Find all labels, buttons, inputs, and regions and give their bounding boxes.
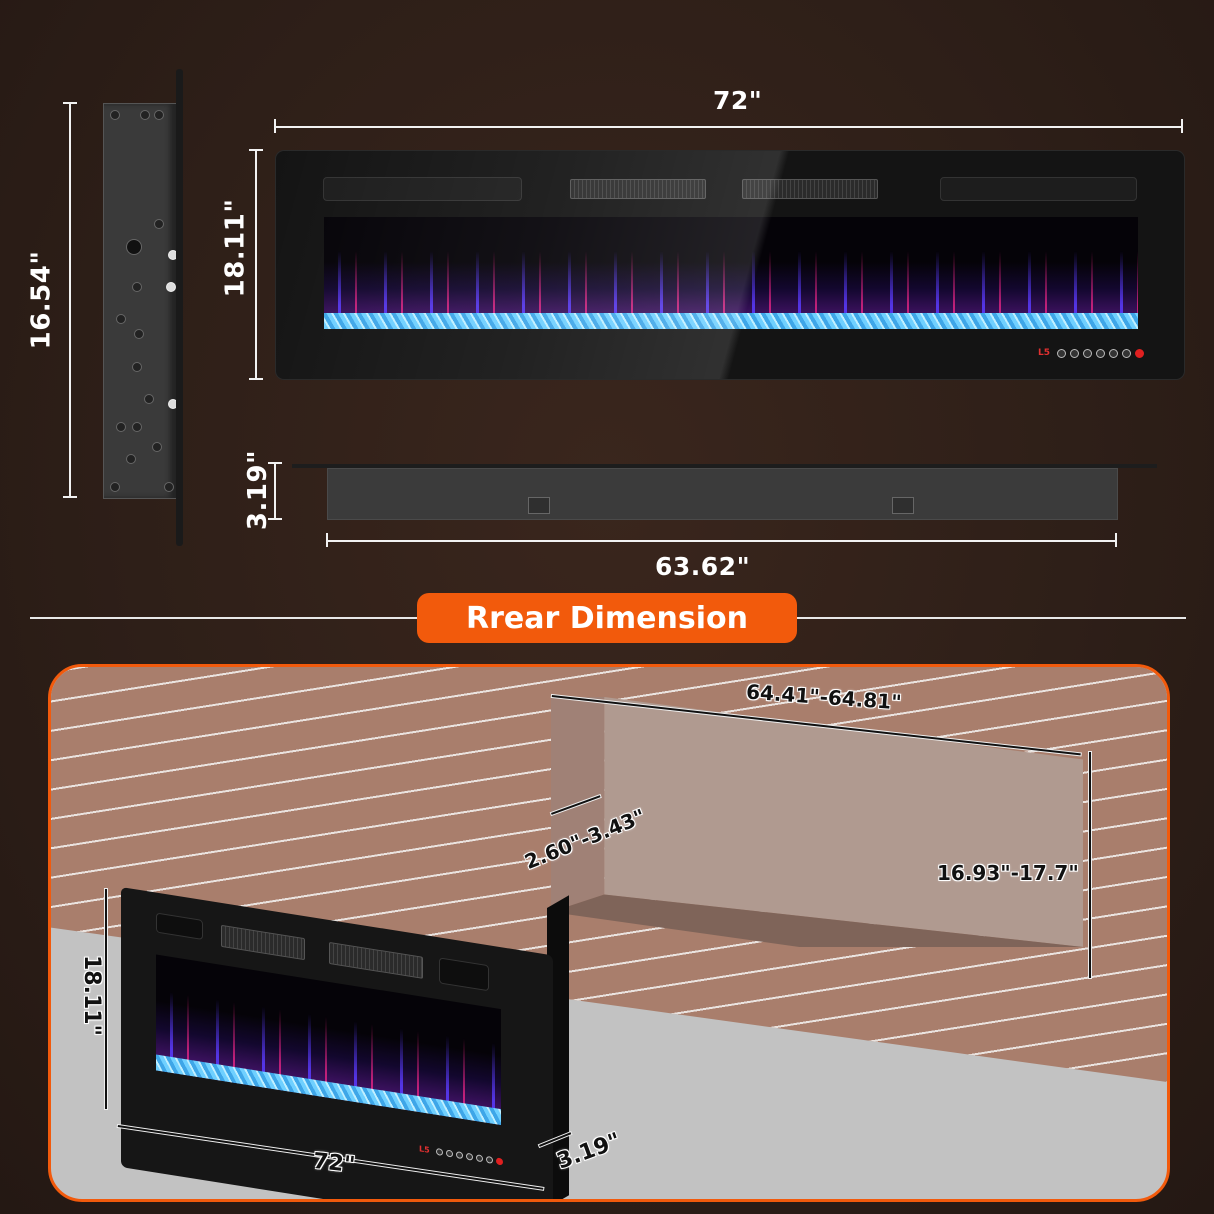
section-badge: Rrear Dimension bbox=[417, 593, 797, 643]
top-width-cap-right bbox=[1115, 533, 1117, 547]
level-display: L5 bbox=[1038, 348, 1050, 358]
control-button-6[interactable] bbox=[1122, 348, 1131, 358]
mount-bracket-right bbox=[892, 497, 914, 514]
heater-outlet-left bbox=[570, 179, 706, 199]
control-button-power[interactable] bbox=[1057, 348, 1066, 358]
control-panel-small: L5 bbox=[419, 1144, 503, 1166]
front-height-cap-bottom bbox=[249, 378, 263, 380]
section-divider-right bbox=[796, 617, 1186, 619]
control-button-4[interactable] bbox=[1096, 348, 1105, 358]
front-width-label: 72" bbox=[713, 86, 763, 115]
top-depth-label: 3.19" bbox=[243, 449, 274, 531]
fireplace-height-dimension-line bbox=[105, 889, 107, 1109]
right-speaker-vent bbox=[940, 177, 1137, 201]
niche-height-dimension-line bbox=[1089, 752, 1091, 978]
mount-bracket-left bbox=[528, 497, 550, 514]
front-height-cap-top bbox=[249, 149, 263, 151]
fireplace-width-label: 72" bbox=[311, 1148, 357, 1179]
left-speaker-vent bbox=[323, 177, 522, 201]
control-button-3[interactable] bbox=[1083, 348, 1092, 358]
front-width-cap-left bbox=[274, 119, 276, 133]
top-width-label: 63.62" bbox=[655, 552, 751, 581]
top-width-cap-left bbox=[326, 533, 328, 547]
niche-height-label: 16.93"-17.7" bbox=[937, 861, 1079, 885]
front-height-dimension-line bbox=[255, 150, 257, 379]
installation-scene: 64.41"-64.81" 2.60"-3.43" 16.93"-17.7" L… bbox=[48, 664, 1170, 1202]
front-height-label: 18.11" bbox=[220, 198, 251, 298]
heater-outlet-right bbox=[742, 179, 878, 199]
side-glass-edge bbox=[176, 69, 183, 546]
top-depth-dimension-line bbox=[274, 463, 276, 519]
side-height-dimension-line bbox=[69, 103, 71, 497]
side-height-cap-top bbox=[63, 102, 77, 104]
fireplace-height-label: 18.11" bbox=[79, 954, 105, 1037]
control-button-2[interactable] bbox=[1070, 348, 1079, 358]
section-badge-label: Rrear Dimension bbox=[466, 600, 748, 636]
side-height-label: 16.54" bbox=[26, 250, 57, 350]
flame-display bbox=[324, 217, 1138, 329]
top-depth-cap-bottom bbox=[268, 518, 282, 520]
top-width-dimension-line bbox=[327, 540, 1116, 542]
section-divider-left bbox=[30, 617, 418, 619]
fireplace-side-view bbox=[103, 103, 178, 499]
top-view-glass bbox=[292, 464, 1157, 468]
control-button-main-power[interactable] bbox=[1135, 348, 1144, 358]
fireplace-top-view bbox=[327, 468, 1118, 520]
fireplace-front-view: L5 bbox=[276, 151, 1184, 379]
control-panel: L5 bbox=[1038, 348, 1144, 358]
top-depth-cap-top bbox=[268, 462, 282, 464]
front-width-cap-right bbox=[1181, 119, 1183, 133]
control-button-5[interactable] bbox=[1109, 348, 1118, 358]
front-width-dimension-line bbox=[275, 126, 1182, 128]
side-height-cap-bottom bbox=[63, 496, 77, 498]
